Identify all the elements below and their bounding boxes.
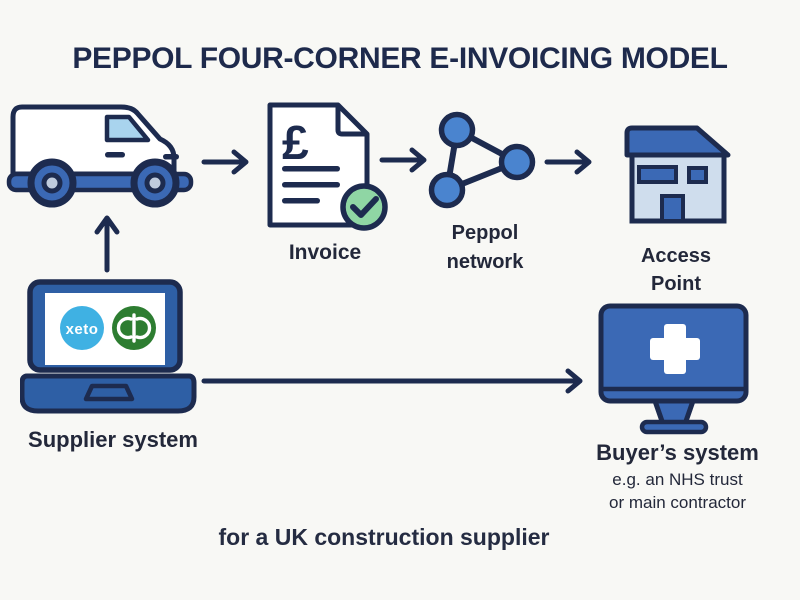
- building-icon: [620, 122, 732, 224]
- arrow-van-to-invoice: [200, 148, 256, 176]
- buyer-subtext-line1: e.g. an NHS trust: [612, 470, 743, 489]
- green-checkmark-icon: [340, 183, 388, 231]
- footer-caption: for a UK construction supplier: [218, 524, 550, 550]
- peppol-network-label: Peppol network: [446, 222, 524, 273]
- xero-logo-text: xeto: [66, 321, 99, 338]
- arrow-network-to-access-point: [543, 148, 599, 176]
- monitor-medical-cross-icon: [597, 302, 752, 435]
- buyer-system-subtext: e.g. an NHS trust or main contractor: [585, 468, 770, 514]
- arrow-invoice-to-network: [378, 146, 434, 174]
- invoice-document-icon: £: [260, 100, 390, 232]
- page-title: PEPPOL FOUR-CORNER E-INVOICING MODEL: [72, 42, 728, 75]
- arrow-supplier-to-van: [93, 210, 121, 274]
- delivery-van-icon: [5, 103, 195, 213]
- access-point-label: Access Point: [640, 245, 712, 295]
- xero-logo: xeto: [60, 306, 104, 350]
- buyer-subtext-line2: or main contractor: [609, 493, 746, 512]
- pound-symbol: £: [282, 117, 309, 170]
- supplier-system-label: Supplier system: [28, 427, 198, 452]
- invoice-label: Invoice: [288, 241, 362, 264]
- arrow-supplier-to-buyer: [200, 366, 594, 396]
- medical-cross-icon: [650, 324, 700, 374]
- network-nodes-icon: [428, 108, 543, 213]
- quickbooks-logo: [112, 306, 156, 350]
- laptop-icon: xeto: [20, 273, 198, 418]
- buyer-system-label: Buyer’s system: [596, 440, 759, 465]
